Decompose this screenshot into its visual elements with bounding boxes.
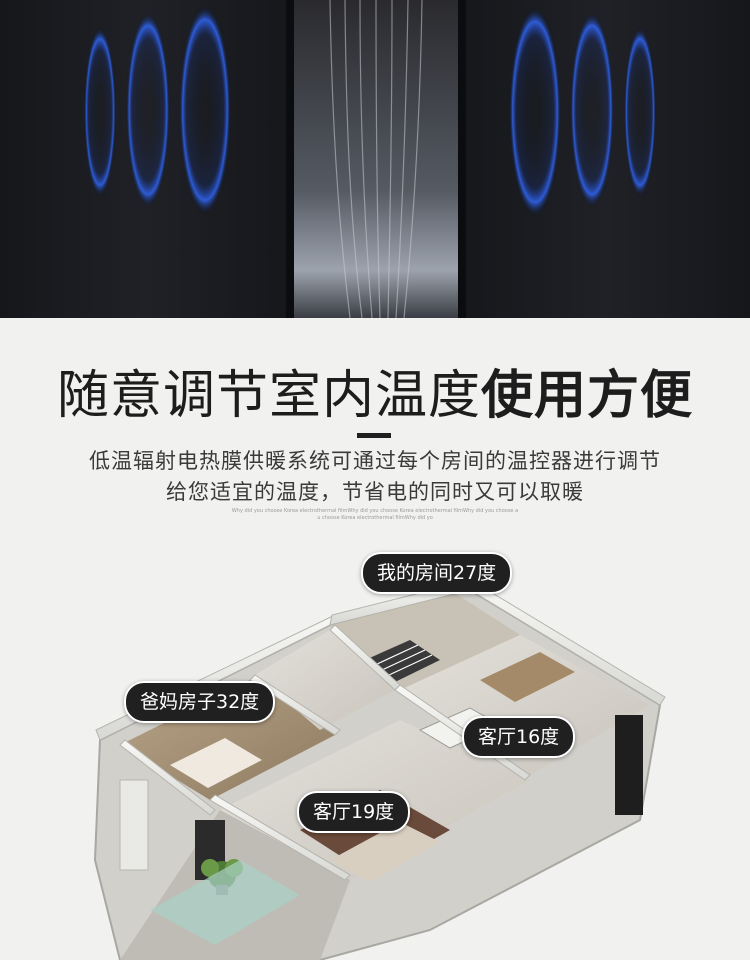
english-note-line-1: Why did you choose Korea electrothermal … xyxy=(231,508,519,514)
room-label-parents-room: 爸妈房子32度 xyxy=(124,681,276,723)
subtitle-line-1: 低温辐射电热膜供暖系统可通过每个房间的温控器进行调节 xyxy=(89,449,661,473)
title-thin-part: 随意调节室内温度 xyxy=(56,366,481,426)
title-underline xyxy=(357,433,391,438)
page-title: 随意调节室内温度使用方便 xyxy=(0,360,750,432)
room-label-living-16: 客厅16度 xyxy=(462,716,576,758)
room-label-my-room: 我的房间27度 xyxy=(361,552,513,594)
title-bold-part: 使用方便 xyxy=(481,366,694,426)
heat-wave-icon xyxy=(0,0,750,318)
subtitle-line-2: 给您适宜的温度，节省电的同时又可以取暖 xyxy=(166,480,584,504)
room-label-living-19: 客厅19度 xyxy=(297,791,411,833)
apartment-floorplan-icon xyxy=(93,579,666,960)
heat-wave-banner xyxy=(0,0,750,318)
english-note-line-2: u choose Korea electrothermal filmWhy di… xyxy=(317,515,433,521)
apartment-floorplan xyxy=(0,530,750,960)
